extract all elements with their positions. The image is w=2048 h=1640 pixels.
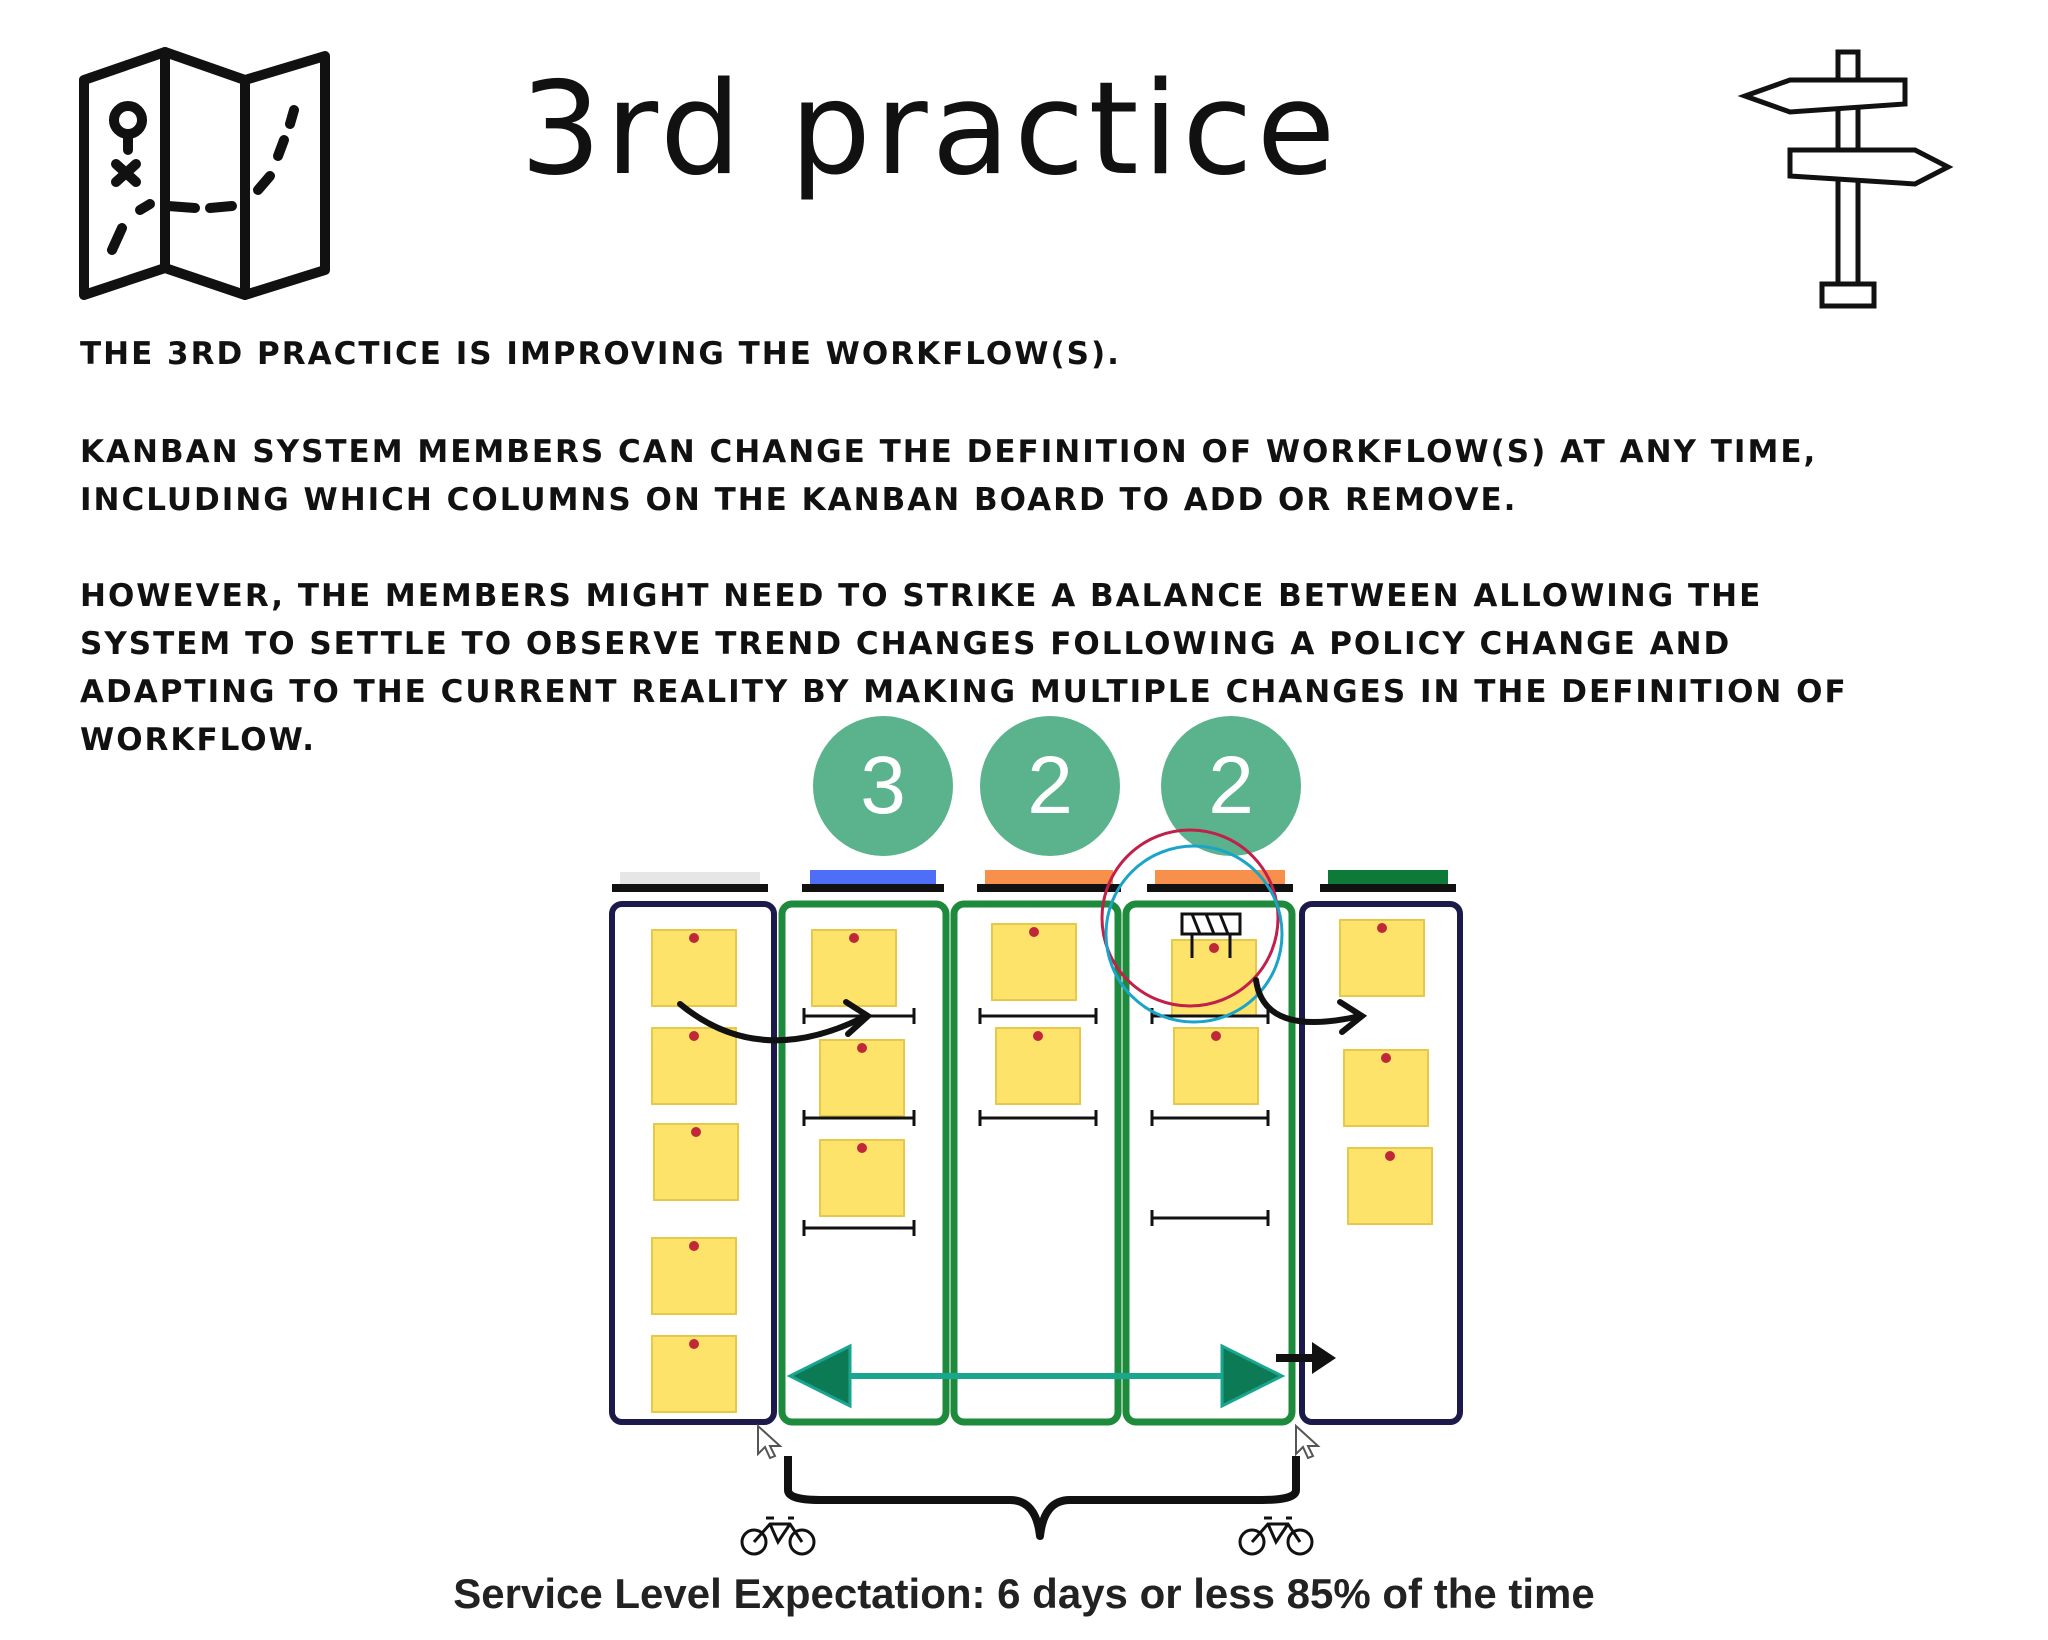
cursor-icon (757, 1425, 781, 1459)
column-header-done (1320, 870, 1456, 892)
column-header-development (977, 870, 1121, 892)
service-level-expectation: Service Level Expectation: 6 days or les… (453, 1570, 1595, 1617)
roadblock-icon (1180, 912, 1242, 958)
wip-limit-badge: 2 (1161, 716, 1301, 856)
bicycle-icon (740, 1516, 816, 1556)
paragraph-intro: The 3rd practice is improving the workfl… (80, 336, 1121, 372)
lead-time-brace (784, 1456, 1300, 1540)
page-title: 3rd practice (520, 55, 1340, 204)
bicycle-icon (1238, 1516, 1314, 1556)
wip-limit-badge: 3 (813, 716, 953, 856)
column-header-todo (612, 872, 768, 892)
paragraph-definition: Kanban system members can change the def… (80, 434, 1818, 518)
highlight-circle (1104, 844, 1284, 1024)
column-header-analysis (802, 870, 944, 892)
paragraph-balance: However, the members might need to strik… (80, 578, 1848, 758)
pull-arrow (677, 977, 1368, 1044)
highlight-circle (1100, 828, 1280, 1008)
column-header-testing (1147, 870, 1293, 892)
exit-arrow (1276, 1342, 1336, 1374)
wip-limit-badge: 2 (980, 716, 1120, 856)
cursor-icon (1295, 1425, 1319, 1459)
wip-slot-markers (802, 1008, 1270, 1236)
lead-time-arrow (786, 1343, 1286, 1409)
